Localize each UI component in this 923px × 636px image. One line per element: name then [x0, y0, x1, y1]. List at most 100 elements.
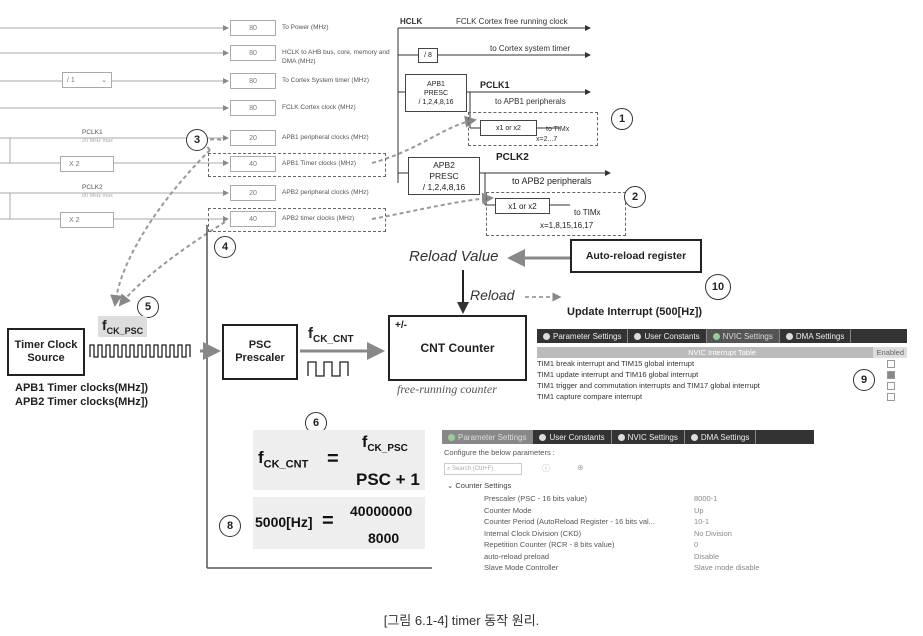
clock-output-label: APB1 Timer clocks (MHz)	[282, 160, 357, 167]
x2-multiplier-2[interactable]: X 2	[60, 212, 114, 228]
dot-icon	[617, 433, 625, 441]
clock-value-box[interactable]: 40	[230, 156, 276, 172]
clock-value-box[interactable]: 40	[230, 211, 276, 227]
param-tabs: Parameter Settings User Constants NVIC S…	[442, 430, 814, 444]
dot-icon	[543, 332, 550, 340]
nvic-row: TIM1 trigger and commutation interrupts …	[537, 380, 907, 391]
clock-value-box[interactable]: 80	[230, 100, 276, 116]
nvic-table-header: NVIC Interrupt Table Enabled	[537, 347, 907, 358]
cortex-timer-text: to Cortex system timer	[490, 44, 571, 53]
apb1-pclk: PCLK1	[480, 80, 510, 90]
clock-output-label: APB2 peripheral clocks (MHz)	[282, 189, 369, 196]
dot-icon	[448, 433, 455, 441]
check-icon	[712, 332, 720, 340]
formula1-box	[253, 430, 425, 490]
configure-text: Configure the below parameters :	[444, 448, 555, 457]
search-input[interactable]: ⌕ Search (Ctrl+F)	[444, 463, 522, 475]
marker-2: 2	[624, 186, 646, 208]
update-interrupt-label: Update Interrupt (500[Hz])	[567, 306, 703, 318]
formula1-num: fCK_PSC	[362, 434, 408, 455]
param-name: Repetition Counter (RCR - 8 bits value)	[484, 540, 615, 549]
pclk1-max: 20 MHz max	[82, 138, 113, 144]
pclk2-label: PCLK2	[82, 184, 103, 191]
formula2-num: 40000000	[350, 503, 413, 519]
clock-value-box[interactable]: 80	[230, 20, 276, 36]
timx-a-range: x=2...7	[536, 136, 558, 143]
marker-4: 4	[214, 236, 236, 258]
fck-cnt-label: fCK_CNT	[308, 325, 354, 345]
pclk2-max: 80 MHz max	[82, 193, 113, 199]
caption: [그림 6.1-4] timer 동작 원리.	[383, 613, 540, 628]
tab-dma-settings-2[interactable]: DMA Settings	[685, 430, 757, 444]
dot-icon	[785, 332, 793, 340]
divider-select[interactable]: / 1⌄	[62, 72, 112, 88]
dot-icon	[690, 433, 698, 441]
formula2-den: 8000	[368, 530, 400, 546]
apb2-prescaler: APB2 PRESC / 1,2,4,8,16	[408, 157, 480, 195]
param-value[interactable]: 10-1	[694, 517, 710, 526]
timx-a-highlight	[468, 112, 598, 146]
tab-nvic-settings[interactable]: NVIC Settings	[706, 329, 780, 343]
param-name: auto-reload preload	[484, 551, 550, 561]
param-value[interactable]: Disable	[694, 551, 720, 561]
param-name: Counter Mode	[484, 505, 532, 515]
param-panel: Parameter Settings User Constants NVIC S…	[442, 430, 814, 590]
search-icon: ⌕	[447, 466, 451, 472]
x1x2-a: x1 or x2	[480, 120, 537, 136]
clock-value-box[interactable]: 80	[230, 73, 276, 89]
chevron-down-icon: ⌄	[447, 481, 454, 490]
free-running-label: free-running counter	[397, 382, 497, 396]
enabled-checkbox[interactable]	[887, 360, 895, 368]
apb-timer-clocks-text: APB1 Timer clocks(MHz]) APB2 Timer clock…	[15, 382, 149, 408]
nvic-panel: Parameter Settings User Constants NVIC S…	[537, 329, 907, 402]
enabled-checkbox[interactable]	[887, 382, 895, 390]
x1x2-b: x1 or x2	[495, 198, 550, 214]
info-icon[interactable]: ⓘ	[542, 464, 550, 473]
param-value[interactable]: 0	[694, 540, 699, 549]
hclk-label: HCLK	[400, 17, 423, 26]
param-name: Slave Mode Controller	[484, 563, 559, 572]
marker-8: 8	[219, 515, 241, 537]
clock-output-label: APB1 peripheral clocks (MHz)	[282, 134, 369, 141]
div8-box: / 8	[418, 48, 438, 63]
param-value[interactable]: Up	[694, 505, 704, 515]
clock-value-box[interactable]: 20	[230, 185, 276, 201]
x2-multiplier-1[interactable]: X 2	[60, 156, 114, 172]
clock-value-box[interactable]: 80	[230, 45, 276, 61]
to-timx-b: to TIMx	[574, 208, 601, 217]
enabled-checkbox[interactable]	[887, 371, 895, 379]
param-name: Prescaler (PSC - 16 bits value)	[484, 494, 587, 503]
apb1-prescaler: APB1 PRESC / 1,2,4,8,16	[405, 74, 467, 112]
param-value[interactable]: Slave mode disable	[694, 563, 760, 572]
nvic-row: TIM1 update interrupt and TIM16 global i…	[537, 369, 907, 380]
to-apb2: to APB2 peripherals	[512, 176, 592, 186]
apb2-timer-highlight	[208, 208, 386, 232]
param-value[interactable]: No Division	[694, 528, 732, 538]
tab-dma-settings[interactable]: DMA Settings	[780, 329, 852, 343]
tab-user-constants[interactable]: User Constants	[628, 329, 707, 343]
param-value[interactable]: 8000-1	[694, 494, 718, 503]
fclk-text: FCLK Cortex free running clock	[456, 17, 568, 26]
marker-5: 5	[137, 296, 159, 318]
clock-output-label: APB2 timer clocks (MHz)	[282, 215, 355, 222]
enabled-checkbox[interactable]	[887, 393, 895, 401]
clock-output-label: To Power (MHz)	[282, 24, 329, 31]
tab-user-constants-2[interactable]: User Constants	[533, 430, 612, 444]
fck-psc-label: fCK_PSC	[98, 316, 148, 337]
nvic-row: TIM1 break interrupt and TIM15 global in…	[537, 358, 907, 369]
counter-settings-header[interactable]: ⌄ Counter Settings	[447, 481, 512, 490]
to-timx-a: to TIMx	[546, 126, 570, 133]
marker-3: 3	[186, 129, 208, 151]
tab-nvic-settings-2[interactable]: NVIC Settings	[612, 430, 685, 444]
formula1-den: PSC + 1	[356, 470, 420, 489]
formula1-lhs: fCK_CNT	[258, 448, 309, 471]
timx-b-range: x=1,8,15,16,17	[540, 221, 594, 230]
dot-icon	[634, 332, 642, 340]
marker-1: 1	[611, 108, 633, 130]
settings-icon[interactable]: ⊕	[577, 463, 584, 472]
tab-parameter-settings-2[interactable]: Parameter Settings	[442, 430, 534, 444]
tab-parameter-settings[interactable]: Parameter Settings	[537, 329, 629, 343]
clock-value-box[interactable]: 20	[230, 130, 276, 146]
formula1-eq: =	[327, 448, 339, 470]
clock-output-label: HCLK to AHB bus, core, memory and DMA (M…	[282, 49, 390, 65]
